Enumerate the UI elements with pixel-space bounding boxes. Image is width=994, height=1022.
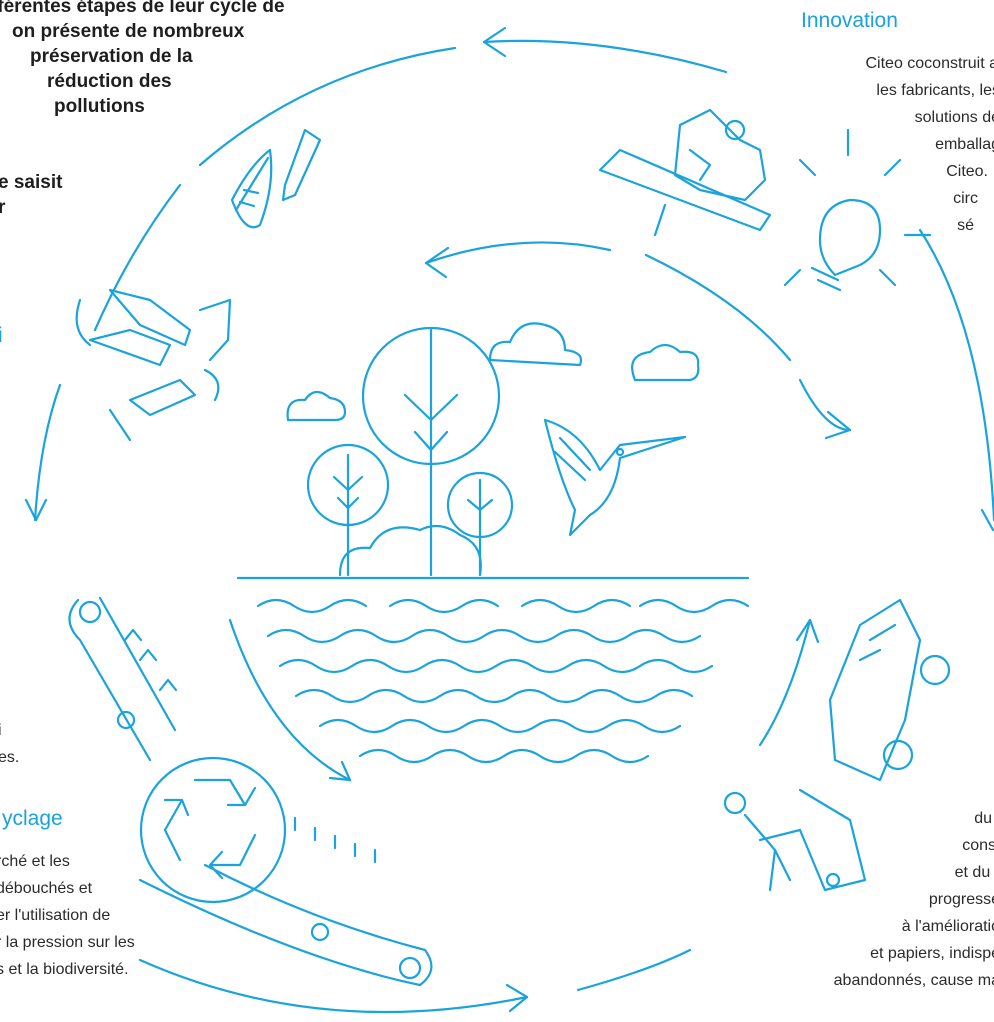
intro-line: préservation de la	[30, 46, 193, 67]
bottom-right-line: I	[700, 778, 994, 805]
intro-line: on présente de nombreux	[12, 21, 245, 42]
leaf-pencil-icon	[230, 128, 322, 229]
bottom-right-line: progresse	[928, 891, 994, 908]
worker-icon	[598, 108, 772, 237]
recyclage-line: er l'utilisation de	[0, 907, 111, 924]
bottom-right-line: à l'amélioratio	[901, 918, 994, 935]
innovation-line: circ	[953, 190, 978, 207]
recyclage-line: r la pression sur les	[0, 934, 135, 951]
outer-cycle-arcs	[24, 26, 994, 1014]
recyclage-line: débouchés et	[0, 880, 93, 897]
tree-icon	[306, 326, 514, 577]
recyclage-text: rché et les débouchés et er l'utilisatio…	[0, 848, 135, 983]
left-line: es.	[0, 749, 20, 766]
innovation-text: Citeo coconstruit av les fabricants, les…	[760, 50, 994, 239]
bottom-right-line: et papiers, indispe	[870, 945, 994, 962]
intro-text: iférentes étapes de leur cycle de on pré…	[0, 0, 352, 119]
recyclage-line: s et la biodiversité.	[0, 961, 129, 978]
left-line: i	[0, 717, 19, 744]
bottom-right-line: et du r	[954, 864, 994, 881]
conveyor-icon	[68, 596, 433, 987]
innovation-line: Citeo.	[946, 163, 988, 180]
innovation-line: Citeo coconstruit av	[865, 55, 994, 72]
innovation-line: les fabricants, les	[876, 82, 994, 99]
left-text-fragment: i es.	[0, 717, 19, 771]
recyclage-line: rché et les	[0, 853, 70, 870]
recycle-icon	[139, 756, 287, 904]
cloud-icon	[286, 322, 700, 422]
bottom-right-text: I du cons et du r progresse à l'améliora…	[700, 778, 994, 994]
intro-line: iférentes étapes de leur cycle de	[0, 0, 285, 17]
innovation-line: emballag	[935, 136, 994, 153]
intro-text-2: e saisit r	[0, 170, 62, 220]
truck-icon	[828, 598, 951, 782]
left-title-fragment: i	[0, 324, 3, 347]
innovation-title: Innovation	[801, 9, 898, 32]
intro-line: réduction des	[47, 71, 172, 92]
lightbulb-icon	[783, 128, 932, 292]
intro-line: e saisit	[0, 172, 63, 193]
intro-line: r	[0, 197, 6, 218]
intro-line: pollutions	[54, 96, 145, 117]
recyclage-title: yclage	[2, 807, 63, 830]
bottles-hands-icon	[75, 288, 232, 442]
bottom-right-line: cons	[962, 837, 994, 854]
waves-icon	[256, 598, 750, 764]
innovation-line: sé	[957, 217, 974, 234]
innovation-line: solutions de	[914, 109, 994, 126]
bottom-right-line: du	[974, 810, 992, 827]
person-cart-icon	[723, 788, 867, 892]
inner-cycle-arcs	[228, 241, 852, 782]
bottom-right-line: abandonnés, cause ma	[833, 972, 994, 989]
hummingbird-icon	[543, 418, 687, 537]
